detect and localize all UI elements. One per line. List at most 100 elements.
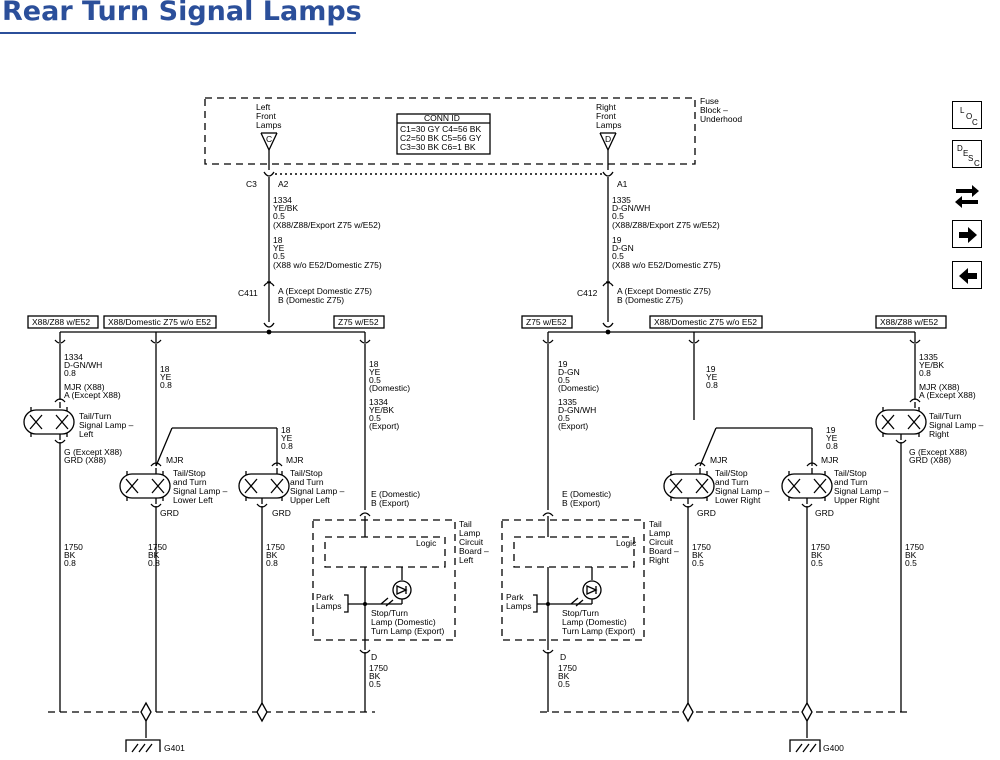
page-title: Rear Turn Signal Lamps	[2, 0, 362, 27]
c411-connector: C411 A (Except Domestic Z75) B (Domestic…	[238, 281, 372, 328]
swap-arrows-button[interactable]	[952, 180, 982, 212]
svg-text:0.8: 0.8	[281, 441, 293, 451]
svg-text:Lamps: Lamps	[596, 120, 622, 130]
left-front-lamps-connector: Left Front Lamps C	[256, 102, 282, 170]
svg-text:Stop/Turn: Stop/Turn	[371, 608, 408, 618]
svg-text:D: D	[957, 144, 963, 153]
next-page-button[interactable]	[952, 220, 982, 248]
svg-text:CONN ID: CONN ID	[424, 113, 460, 123]
svg-text:and Turn: and Turn	[834, 477, 868, 487]
svg-text:1750: 1750	[369, 663, 388, 673]
svg-text:D: D	[560, 652, 566, 662]
svg-text:Turn Lamp (Export): Turn Lamp (Export)	[371, 626, 445, 636]
svg-text:Lamp: Lamp	[459, 528, 481, 538]
svg-text:Lamp (Domestic): Lamp (Domestic)	[371, 617, 436, 627]
svg-text:Turn Lamp (Export): Turn Lamp (Export)	[562, 626, 636, 636]
svg-text:Lamps: Lamps	[256, 120, 282, 130]
svg-text:Logic: Logic	[416, 538, 437, 548]
swap-arrows-icon	[955, 185, 979, 208]
svg-text:Underhood: Underhood	[700, 114, 742, 124]
svg-text:0.5: 0.5	[369, 413, 381, 423]
svg-text:1335: 1335	[612, 195, 631, 205]
svg-text:Park: Park	[316, 592, 334, 602]
svg-text:MJR (X88): MJR (X88)	[64, 382, 105, 392]
svg-text:Right: Right	[929, 429, 949, 439]
svg-text:A1: A1	[617, 179, 628, 189]
svg-text:Tail/Stop: Tail/Stop	[834, 468, 867, 478]
svg-text:Lamps: Lamps	[316, 601, 342, 611]
svg-text:Tail/Turn: Tail/Turn	[79, 411, 112, 421]
right-tail-turn-lamp: 1335 YE/BK 0.8 MJR (X88) A (Except X88) …	[875, 344, 984, 712]
loc-icon: L O C	[960, 106, 978, 127]
svg-text:YE/BK: YE/BK	[919, 360, 944, 370]
right-front-lamps-connector: Right Front Lamps D	[596, 102, 622, 170]
svg-text:X88/Domestic Z75 w/o E52: X88/Domestic Z75 w/o E52	[108, 317, 211, 327]
left-tail-lamp-circuit-board: 18 YE 0.5 (Domestic) 1334 YE/BK 0.5 (Exp…	[312, 344, 489, 712]
svg-text:0.5: 0.5	[558, 413, 570, 423]
svg-text:MJR: MJR	[710, 455, 727, 465]
svg-text:C2=50 BK C5=56 GY: C2=50 BK C5=56 GY	[400, 133, 482, 143]
svg-text:Signal Lamp –: Signal Lamp –	[290, 486, 345, 496]
description-button[interactable]: D E S C	[952, 140, 982, 168]
conn-id-box: CONN ID C1=30 GY C4=56 BK C2=50 BK C5=56…	[396, 113, 491, 155]
svg-text:D-GN/WH: D-GN/WH	[612, 203, 650, 213]
arrow-left-icon	[959, 268, 977, 284]
svg-text:0.5: 0.5	[692, 558, 704, 568]
svg-text:X88/Domestic Z75 w/o E52: X88/Domestic Z75 w/o E52	[654, 317, 757, 327]
svg-text:C: C	[266, 134, 272, 144]
svg-text:X88/Z88 w/E52: X88/Z88 w/E52	[32, 317, 90, 327]
svg-text:Signal Lamp –: Signal Lamp –	[173, 486, 228, 496]
svg-text:GRD: GRD	[697, 508, 716, 518]
svg-text:D-GN/WH: D-GN/WH	[558, 405, 596, 415]
svg-text:G400: G400	[823, 743, 844, 753]
svg-text:YE: YE	[273, 243, 285, 253]
svg-text:Lower Right: Lower Right	[715, 495, 761, 505]
svg-text:19: 19	[826, 425, 836, 435]
svg-text:BK: BK	[905, 550, 917, 560]
svg-text:Lamps: Lamps	[506, 601, 532, 611]
svg-text:MJR (X88): MJR (X88)	[919, 382, 960, 392]
svg-text:Signal Lamp –: Signal Lamp –	[929, 420, 984, 430]
location-button[interactable]: L O C	[952, 101, 982, 129]
svg-text:YE: YE	[826, 433, 838, 443]
svg-text:BK: BK	[64, 550, 76, 560]
svg-text:G401: G401	[164, 743, 185, 753]
svg-text:0.8: 0.8	[64, 368, 76, 378]
svg-text:Right: Right	[649, 555, 669, 565]
svg-text:A (Except Domestic Z75): A (Except Domestic Z75)	[278, 286, 372, 296]
svg-text:Tail: Tail	[649, 519, 662, 529]
option-labels: X88/Z88 w/E52 X88/Domestic Z75 w/o E52 Z…	[27, 315, 947, 329]
svg-text:O: O	[966, 112, 972, 121]
svg-text:and Turn: and Turn	[715, 477, 749, 487]
svg-text:Z75 w/E52: Z75 w/E52	[526, 317, 567, 327]
svg-text:C411: C411	[238, 288, 258, 298]
svg-text:1334: 1334	[369, 397, 388, 407]
svg-text:A (Except X88): A (Except X88)	[919, 390, 976, 400]
previous-page-button[interactable]	[952, 261, 982, 289]
svg-text:Tail/Stop: Tail/Stop	[173, 468, 206, 478]
svg-text:D: D	[371, 652, 377, 662]
svg-text:19: 19	[558, 359, 568, 369]
svg-text:B (Domestic Z75): B (Domestic Z75)	[617, 295, 683, 305]
svg-text:BK: BK	[148, 550, 160, 560]
svg-text:D-GN: D-GN	[558, 367, 580, 377]
svg-text:0.5: 0.5	[612, 211, 624, 221]
svg-text:Board –: Board –	[649, 546, 679, 556]
svg-text:(Export): (Export)	[558, 421, 588, 431]
right-lower-stop-lamp: 19 YE 0.8 MJR Tail/Stop and Turn Signal …	[663, 344, 813, 712]
svg-text:Tail/Turn: Tail/Turn	[929, 411, 962, 421]
svg-text:BK: BK	[811, 550, 823, 560]
svg-text:BK: BK	[266, 550, 278, 560]
svg-text:BK: BK	[692, 550, 704, 560]
svg-text:0.5: 0.5	[811, 558, 823, 568]
svg-text:1335: 1335	[558, 397, 577, 407]
svg-text:19: 19	[612, 235, 622, 245]
left-upper-stop-lamp: 18 YE 0.8 MJR Tail/Stop and Turn Signal …	[238, 425, 345, 712]
left-ground-g401: G401	[48, 701, 375, 753]
arrow-right-icon	[959, 227, 977, 243]
svg-text:BK: BK	[369, 671, 381, 681]
svg-text:G (Except X88): G (Except X88)	[64, 447, 122, 457]
svg-text:and Turn: and Turn	[173, 477, 207, 487]
svg-text:1334: 1334	[273, 195, 292, 205]
right-upper-stop-lamp: 19 YE 0.8 MJR Tail/Stop and Turn Signal …	[781, 425, 889, 712]
